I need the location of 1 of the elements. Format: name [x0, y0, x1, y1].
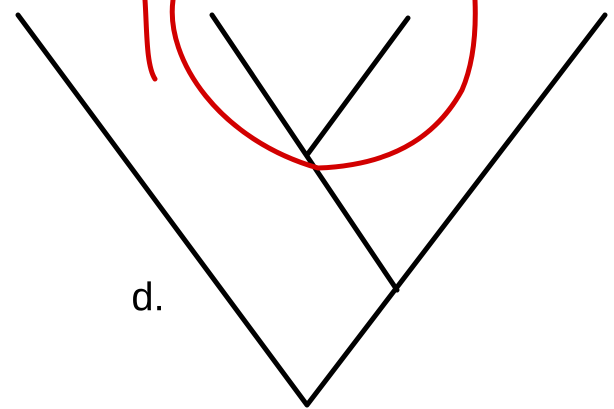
label: d.: [133, 281, 161, 311]
